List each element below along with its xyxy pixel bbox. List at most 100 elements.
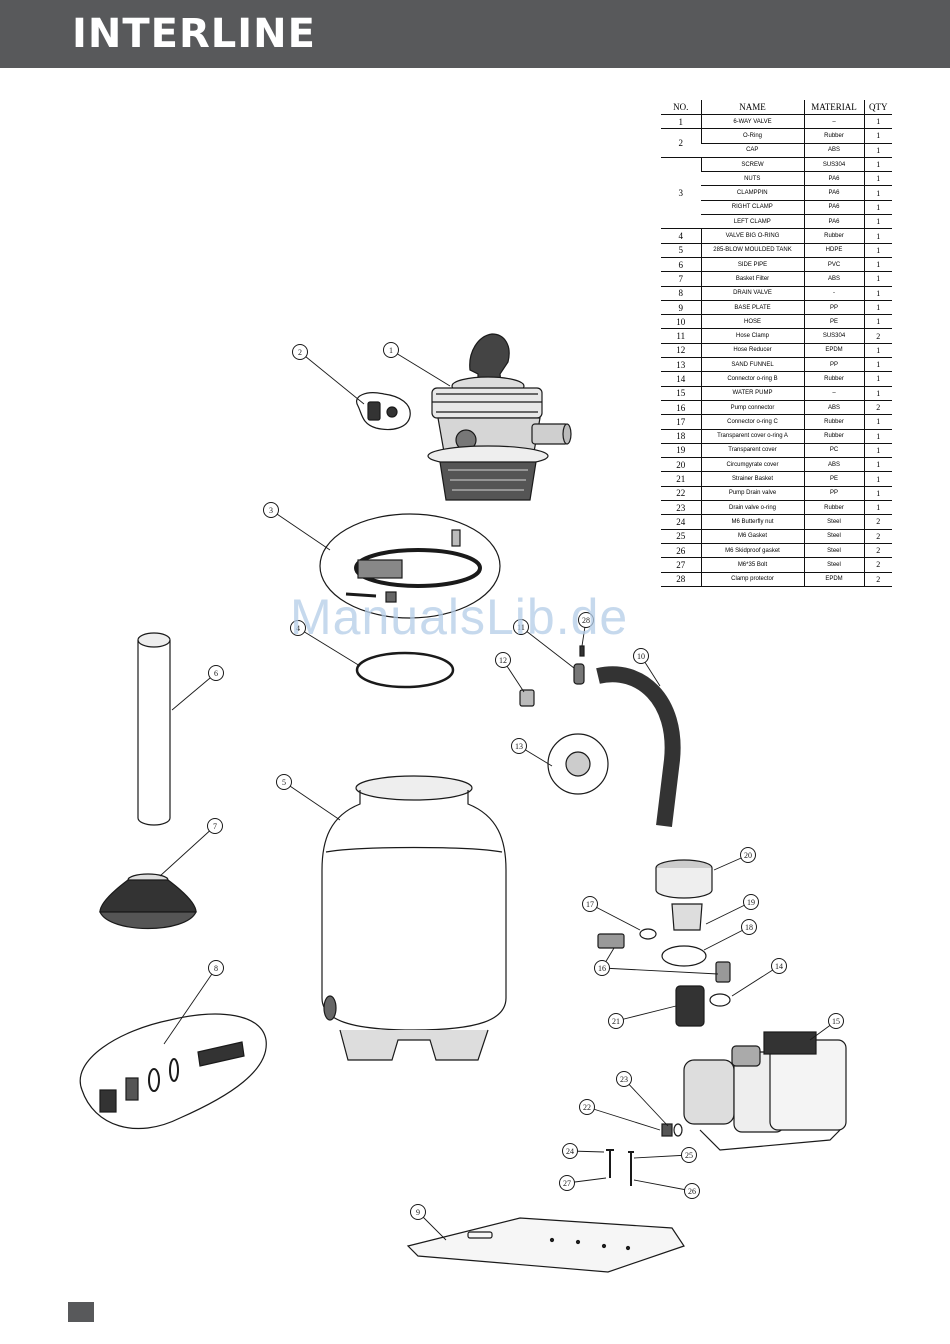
cap-and-oring-drawing bbox=[356, 392, 411, 431]
part-qty: 1 bbox=[863, 128, 892, 144]
part-material: ABS bbox=[803, 143, 864, 158]
callout-23: 23 bbox=[616, 1071, 632, 1087]
part-qty: 2 bbox=[863, 529, 892, 544]
part-name: BASE PLATE bbox=[700, 300, 804, 316]
part-name: DRAIN VALVE bbox=[700, 286, 804, 301]
part-qty: 1 bbox=[863, 357, 892, 373]
six-way-valve-drawing bbox=[427, 333, 572, 501]
part-qty: 1 bbox=[863, 271, 892, 287]
callout-24: 24 bbox=[562, 1143, 578, 1159]
part-name: Pump connector bbox=[700, 400, 804, 416]
callout-circle bbox=[208, 665, 224, 681]
callout-circle bbox=[207, 818, 223, 834]
callout-4: 4 bbox=[290, 620, 306, 636]
page-number-tab bbox=[68, 1302, 94, 1322]
callout-label: 25 bbox=[685, 1151, 693, 1160]
part-material: SUS304 bbox=[803, 157, 864, 173]
callout-label: 19 bbox=[747, 898, 755, 907]
part-number: 22 bbox=[661, 486, 701, 502]
part-material: PE bbox=[803, 471, 864, 487]
part-qty: 1 bbox=[863, 457, 892, 473]
part-name: HOSE bbox=[700, 314, 804, 330]
part-name: Transparent cover bbox=[700, 443, 804, 459]
part-qty: 1 bbox=[863, 228, 892, 244]
tank-drawing bbox=[321, 775, 507, 1061]
callout-3: 3 bbox=[263, 502, 279, 518]
part-qty: 1 bbox=[863, 314, 892, 330]
callout-label: 18 bbox=[745, 923, 753, 932]
part-qty: 2 bbox=[863, 514, 892, 530]
callout-14: 14 bbox=[771, 958, 787, 974]
part-material: PVC bbox=[803, 257, 864, 273]
callout-10: 10 bbox=[633, 648, 649, 664]
part-number: 28 bbox=[661, 572, 701, 587]
callout-label: 12 bbox=[499, 656, 507, 665]
part-name: Hose Reducer bbox=[700, 343, 804, 359]
part-qty: 1 bbox=[863, 429, 892, 444]
part-qty: 1 bbox=[863, 486, 892, 502]
callout-circle bbox=[740, 847, 756, 863]
part-name: Strainer Basket bbox=[700, 471, 804, 487]
part-name: Circumgyrate cover bbox=[700, 457, 804, 473]
part-number: 4 bbox=[661, 228, 701, 244]
part-material: - bbox=[803, 286, 864, 301]
page-header: INTERLINE bbox=[0, 0, 950, 68]
callout-label: 15 bbox=[832, 1017, 840, 1026]
part-name: VALVE BIG O-RING bbox=[700, 228, 804, 244]
callout-circle bbox=[292, 344, 308, 360]
callout-label: 16 bbox=[598, 964, 606, 973]
callout-12: 12 bbox=[495, 652, 511, 668]
part-name: O-Ring bbox=[700, 128, 804, 144]
callout-11: 11 bbox=[513, 619, 529, 635]
part-qty: 1 bbox=[863, 214, 892, 230]
part-material: Steel bbox=[803, 529, 864, 544]
part-number: 27 bbox=[661, 557, 701, 573]
part-qty: 1 bbox=[863, 243, 892, 258]
part-qty: 1 bbox=[863, 343, 892, 359]
callout-label: 13 bbox=[515, 742, 523, 751]
sand-funnel-drawing bbox=[547, 733, 609, 795]
part-name: SAND FUNNEL bbox=[700, 357, 804, 373]
part-name: Basket Filter bbox=[700, 271, 804, 287]
callout-label: 14 bbox=[775, 962, 783, 971]
callout-label: 28 bbox=[582, 616, 590, 625]
part-material: HDPE bbox=[803, 243, 864, 258]
callout-label: 27 bbox=[563, 1179, 571, 1188]
callout-circle bbox=[684, 1183, 700, 1199]
callout-circle bbox=[383, 342, 399, 358]
part-material: ABS bbox=[803, 457, 864, 473]
leader-lines bbox=[159, 349, 837, 1241]
callout-label: 3 bbox=[269, 506, 273, 515]
part-qty: 1 bbox=[863, 114, 892, 130]
part-number: 17 bbox=[661, 414, 701, 430]
part-number: 2 bbox=[661, 128, 701, 158]
callout-label: 2 bbox=[298, 348, 302, 357]
part-material: Rubber bbox=[803, 371, 864, 387]
callout-15: 15 bbox=[828, 1013, 844, 1029]
callout-circle bbox=[410, 1204, 426, 1220]
part-material: PP bbox=[803, 486, 864, 502]
part-number: 8 bbox=[661, 286, 701, 301]
callout-28: 28 bbox=[578, 612, 594, 628]
part-material: PP bbox=[803, 300, 864, 316]
part-qty: 1 bbox=[863, 157, 892, 173]
clamp-protector-drawing bbox=[579, 645, 585, 657]
part-material: Rubber bbox=[803, 429, 864, 444]
part-name: CAP bbox=[701, 143, 804, 158]
part-name: Transparent cover o-ring A bbox=[700, 429, 804, 444]
part-qty: 1 bbox=[863, 257, 892, 273]
callout-label: 6 bbox=[214, 669, 218, 678]
